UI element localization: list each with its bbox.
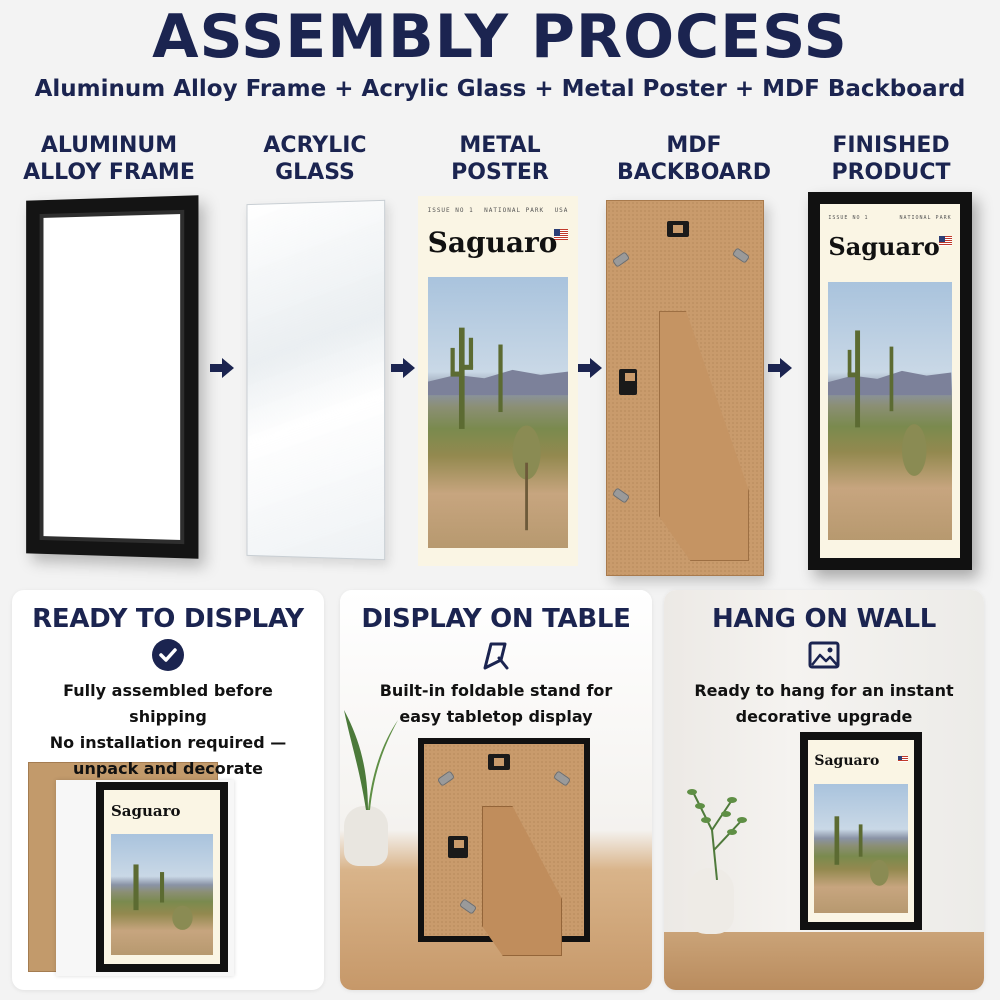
turn-clip-icon (436, 770, 456, 787)
arrow-right-icon (578, 358, 602, 378)
step-label-finished: FINISHED PRODUCT (831, 133, 951, 185)
poster-park: NATIONAL PARK (899, 214, 952, 221)
plant-icon (687, 789, 747, 880)
us-flag-icon (898, 756, 908, 762)
arrow-right-icon (768, 358, 792, 378)
framed-poster: Saguaro (104, 790, 220, 964)
plant-icon (344, 710, 398, 810)
picture-icon (808, 641, 840, 669)
arrow-right-icon (210, 358, 234, 378)
page-title: ASSEMBLY PROCESS (152, 2, 848, 72)
vase (688, 868, 734, 934)
table-frame-back (418, 738, 590, 956)
card-title: HANG ON WALL (711, 604, 937, 634)
poster-title: Saguaro (814, 752, 880, 769)
stand-hinge-icon (619, 369, 637, 395)
metal-poster-image: ISSUE NO 1 NATIONAL PARK USA Saguaro (418, 196, 578, 566)
turn-clip-icon (731, 247, 751, 264)
card-description: Ready to hang for an instant decorative … (694, 681, 954, 726)
acrylic-glass-image (246, 199, 386, 561)
foldable-stand (659, 311, 749, 561)
arrow-right-icon (391, 358, 415, 378)
easel-stand-icon (483, 642, 509, 670)
foldable-stand (482, 806, 562, 956)
poster-title: Saguaro (427, 225, 558, 259)
step-label-poster: METAL POSTER (451, 133, 549, 185)
framed-poster: ISSUE NO 1 NATIONAL PARK Saguaro (820, 204, 960, 558)
step-label-frame: ALUMINUM ALLOY FRAME (23, 133, 195, 185)
step-label-backboard: MDF BACKBOARD (616, 133, 772, 185)
cactus-photo (110, 833, 214, 956)
cactus-photo (427, 277, 569, 548)
check-circle-icon (152, 639, 184, 671)
boxed-frame: Saguaro (96, 782, 228, 972)
stand-hinge-icon (448, 836, 468, 858)
card-title: READY TO DISPLAY (32, 604, 304, 634)
card-title: DISPLAY ON TABLE (361, 604, 631, 634)
card-description: Fully assembled before shipping No insta… (49, 681, 287, 778)
turn-clip-icon (611, 487, 631, 504)
card-ready-to-display: Saguaro READY TO DISPLAY Fully assembled… (12, 590, 324, 990)
mdf-backboard-image (606, 200, 764, 576)
us-flag-icon (554, 229, 569, 241)
poster-title: Saguaro (828, 232, 940, 262)
finished-product-image: ISSUE NO 1 NATIONAL PARK Saguaro (808, 192, 972, 570)
poster-title: Saguaro (110, 802, 181, 821)
turn-clip-icon (552, 770, 572, 787)
plant-pot (344, 806, 388, 866)
cactus-photo (828, 281, 952, 541)
poster-country: USA (554, 207, 569, 215)
sawtooth-hanger-icon (488, 754, 510, 770)
wooden-shelf (664, 932, 984, 990)
poster-issue: ISSUE NO 1 (828, 214, 869, 221)
us-flag-icon (939, 235, 952, 247)
aluminum-frame-image (26, 195, 199, 559)
card-display-on-table: DISPLAY ON TABLE Built-in foldable stand… (340, 590, 652, 990)
wall-frame: Saguaro (800, 732, 922, 930)
turn-clip-icon (611, 251, 631, 268)
cactus-photo (814, 783, 908, 913)
turn-clip-icon (458, 898, 478, 915)
card-hang-on-wall: Saguaro HANG ON WALL Ready to hang for a… (664, 590, 984, 990)
step-label-acrylic: ACRYLIC GLASS (263, 133, 367, 185)
poster-issue: ISSUE NO 1 (427, 207, 474, 215)
poster-park: NATIONAL PARK (484, 207, 545, 215)
card-description: Built-in foldable stand for easy tableto… (379, 681, 613, 726)
sawtooth-hanger-icon (667, 221, 689, 237)
page-subtitle: Aluminum Alloy Frame + Acrylic Glass + M… (34, 76, 966, 102)
framed-poster: Saguaro (808, 740, 914, 922)
